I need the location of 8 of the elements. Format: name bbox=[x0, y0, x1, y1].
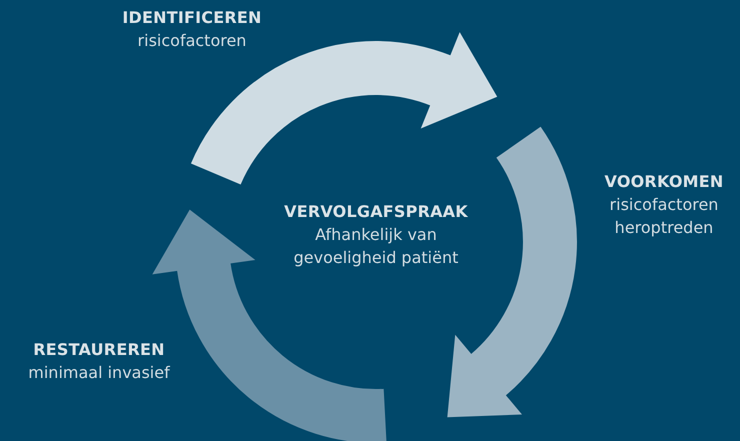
stage-description: Afhankelijk van gevoeligheid patiënt bbox=[292, 224, 460, 270]
stage-description: risicofactoren heroptreden bbox=[608, 194, 720, 240]
stage-heading: RESTAUREREN bbox=[32, 339, 166, 361]
stage-heading: VOORKOMEN bbox=[604, 171, 724, 193]
stage-heading: IDENTIFICEREN bbox=[121, 7, 263, 29]
stage-heading: VERVOLGAFSPRAAK bbox=[283, 201, 469, 223]
stage-description: minimaal invasief bbox=[27, 362, 171, 384]
stage-description: risicofactoren bbox=[136, 30, 248, 52]
